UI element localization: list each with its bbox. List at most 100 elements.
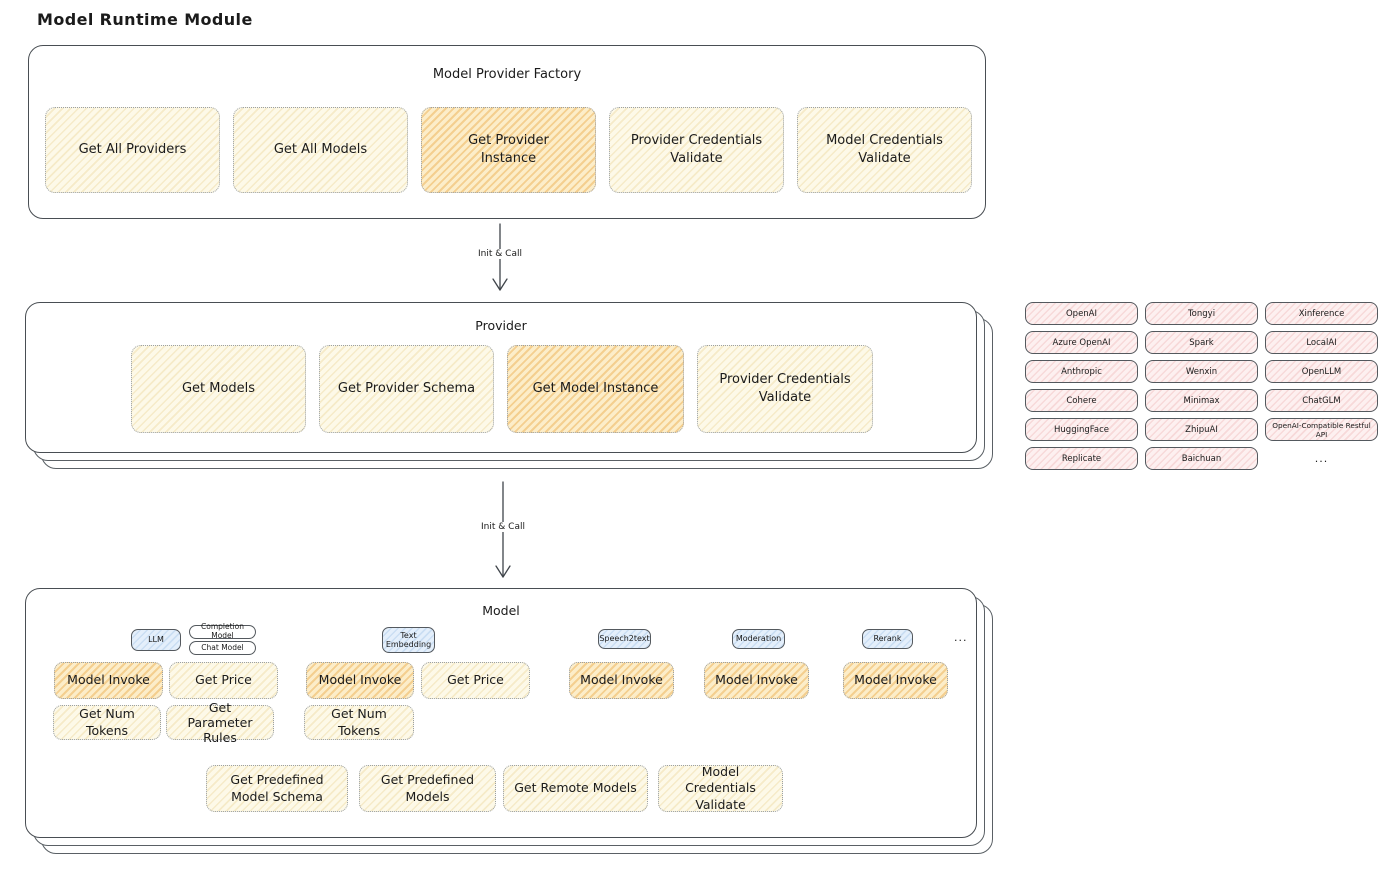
model-fn-model-credentials-validate: Model Credentials Validate [658,764,783,812]
provider-pill-huggingface: HuggingFace [1025,418,1138,441]
model-fn-label: Model Invoke [715,672,798,688]
model-fn-get-num-tokens-llm: Get Num Tokens [53,705,161,740]
provider-fn-label: Get Provider Schema [337,381,476,397]
provider-pill-openai: OpenAI [1025,302,1138,325]
model-fn-invoke-rerank: Model Invoke [843,662,948,699]
provider-list-more: ... [1314,452,1329,465]
model-fn-label: Model Invoke [318,672,402,688]
provider-pill-openai-compatible-restful-api: OpenAI-Compatible Restful API [1265,418,1378,441]
provider-stack: Provider Get Models Get Provider Schema … [25,302,993,469]
factory-function-row: Get All Providers Get All Models Get Pro… [45,107,972,193]
down-arrow-icon [492,223,508,291]
provider-pill-tongyi: Tongyi [1145,302,1258,325]
model-fn-label: Model Credentials Validate [685,764,756,812]
provider-pill-label: Spark [1189,337,1214,348]
init-call-arrow-1: Init & Call [474,222,526,296]
provider-pill-xinference: Xinference [1265,302,1378,325]
provider-title: Provider [475,318,527,333]
model-type-tag-chat-model: Chat Model [189,641,256,655]
provider-pill-label: LocalAI [1306,337,1337,348]
model-fn-label: Get Predefined Models [380,772,475,804]
factory-fn-label: Get All Models [273,142,368,158]
provider-pill-localai: LocalAI [1265,331,1378,354]
provider-pill-label: OpenLLM [1301,366,1342,377]
provider-fn-label: Get Models [181,381,256,397]
provider-pill-azure-openai: Azure OpenAI [1025,331,1138,354]
model-fn-get-predefined-models: Get Predefined Models [359,765,496,812]
provider-fn-get-model-instance: Get Model Instance [507,345,684,433]
provider-pill-replicate: Replicate [1025,447,1138,470]
provider-pill-chatglm: ChatGLM [1265,389,1378,412]
provider-pill-label: HuggingFace [1054,424,1109,435]
provider-pill-label: Xinference [1298,308,1345,319]
model-fn-label: Get Parameter Rules [187,700,253,745]
provider-pill-label: Baichuan [1181,453,1222,464]
model-box: Model LLM Completion Model Chat Model Te… [25,588,977,838]
diagram-title: Model Runtime Module [37,10,253,29]
init-call-label: Init & Call [474,249,526,259]
model-fn-label: Get Predefined Model Schema [230,772,324,804]
model-fn-invoke-speech2text: Model Invoke [569,662,674,699]
model-fn-invoke-text-embedding: Model Invoke [306,662,414,699]
provider-pill-label: Wenxin [1185,366,1218,377]
provider-pill-label: ChatGLM [1302,395,1341,406]
model-fn-get-price-text-embedding: Get Price [421,662,530,699]
provider-pill-minimax: Minimax [1145,389,1258,412]
provider-pill-anthropic: Anthropic [1025,360,1138,383]
provider-fn-get-provider-schema: Get Provider Schema [319,345,494,433]
provider-pill-label: Tongyi [1187,308,1216,319]
provider-pill-label: Azure OpenAI [1052,337,1111,348]
factory-fn-get-provider-instance: Get Provider Instance [421,107,596,193]
model-fn-label: Get Num Tokens [331,705,387,738]
provider-fn-provider-credentials-validate: Provider Credentials Validate [697,345,873,433]
factory-fn-provider-credentials-validate: Provider Credentials Validate [609,107,784,193]
provider-pill-label: Replicate [1061,453,1102,464]
model-fn-label: Model Invoke [580,672,663,688]
init-call-label: Init & Call [477,522,529,532]
model-fn-label: Model Invoke [67,672,150,688]
model-fn-invoke-llm: Model Invoke [54,662,163,699]
factory-fn-get-all-providers: Get All Providers [45,107,220,193]
provider-fn-label: Provider Credentials Validate [719,372,851,405]
provider-pill-label: OpenAI [1065,308,1098,319]
factory-fn-model-credentials-validate: Model Credentials Validate [797,107,972,193]
model-fn-label: Model Invoke [854,672,937,688]
model-fn-invoke-moderation: Model Invoke [704,662,809,699]
provider-list-grid: OpenAI Tongyi Xinference Azure OpenAI Sp… [1025,302,1378,470]
provider-box: Provider Get Models Get Provider Schema … [25,302,977,453]
model-type-tag-llm: LLM [131,629,181,651]
provider-pill-openllm: OpenLLM [1265,360,1378,383]
model-fn-label: Get Price [195,672,252,688]
provider-pill-spark: Spark [1145,331,1258,354]
factory-title: Model Provider Factory [432,67,582,82]
provider-pill-cohere: Cohere [1025,389,1138,412]
provider-pill-baichuan: Baichuan [1145,447,1258,470]
provider-pill-label: OpenAI-Compatible Restful API [1272,420,1371,439]
model-stack: Model LLM Completion Model Chat Model Te… [25,588,993,854]
model-title: Model [482,603,520,618]
model-fn-get-predefined-model-schema: Get Predefined Model Schema [206,765,348,812]
model-type-tag-rerank: Rerank [862,629,913,649]
factory-fn-label: Model Credentials Validate [826,133,943,166]
provider-pill-label: Minimax [1183,395,1220,406]
provider-fn-label: Get Model Instance [532,381,659,397]
model-type-tag-speech2text: Speech2text [598,629,651,649]
model-types-more: ... [954,631,968,644]
provider-function-row: Get Models Get Provider Schema Get Model… [131,345,873,433]
model-fn-get-remote-models: Get Remote Models [503,765,648,812]
model-type-tag-moderation: Moderation [732,629,785,649]
model-provider-factory-box: Model Provider Factory Get All Providers… [28,45,986,219]
model-fn-label: Get Remote Models [514,780,637,796]
factory-fn-label: Provider Credentials Validate [630,133,763,166]
factory-fn-label: Get All Providers [78,142,187,158]
model-fn-get-parameter-rules: Get Parameter Rules [166,700,274,745]
model-fn-get-price-llm: Get Price [169,662,278,699]
factory-fn-label: Get Provider Instance [468,133,549,166]
provider-pill-label: ZhipuAI [1185,424,1218,435]
provider-pill-zhipuai: ZhipuAI [1145,418,1258,441]
provider-pill-label: Anthropic [1061,366,1102,377]
model-fn-label: Get Price [447,672,504,688]
provider-pill-label: Cohere [1066,395,1097,406]
factory-fn-get-all-models: Get All Models [233,107,408,193]
